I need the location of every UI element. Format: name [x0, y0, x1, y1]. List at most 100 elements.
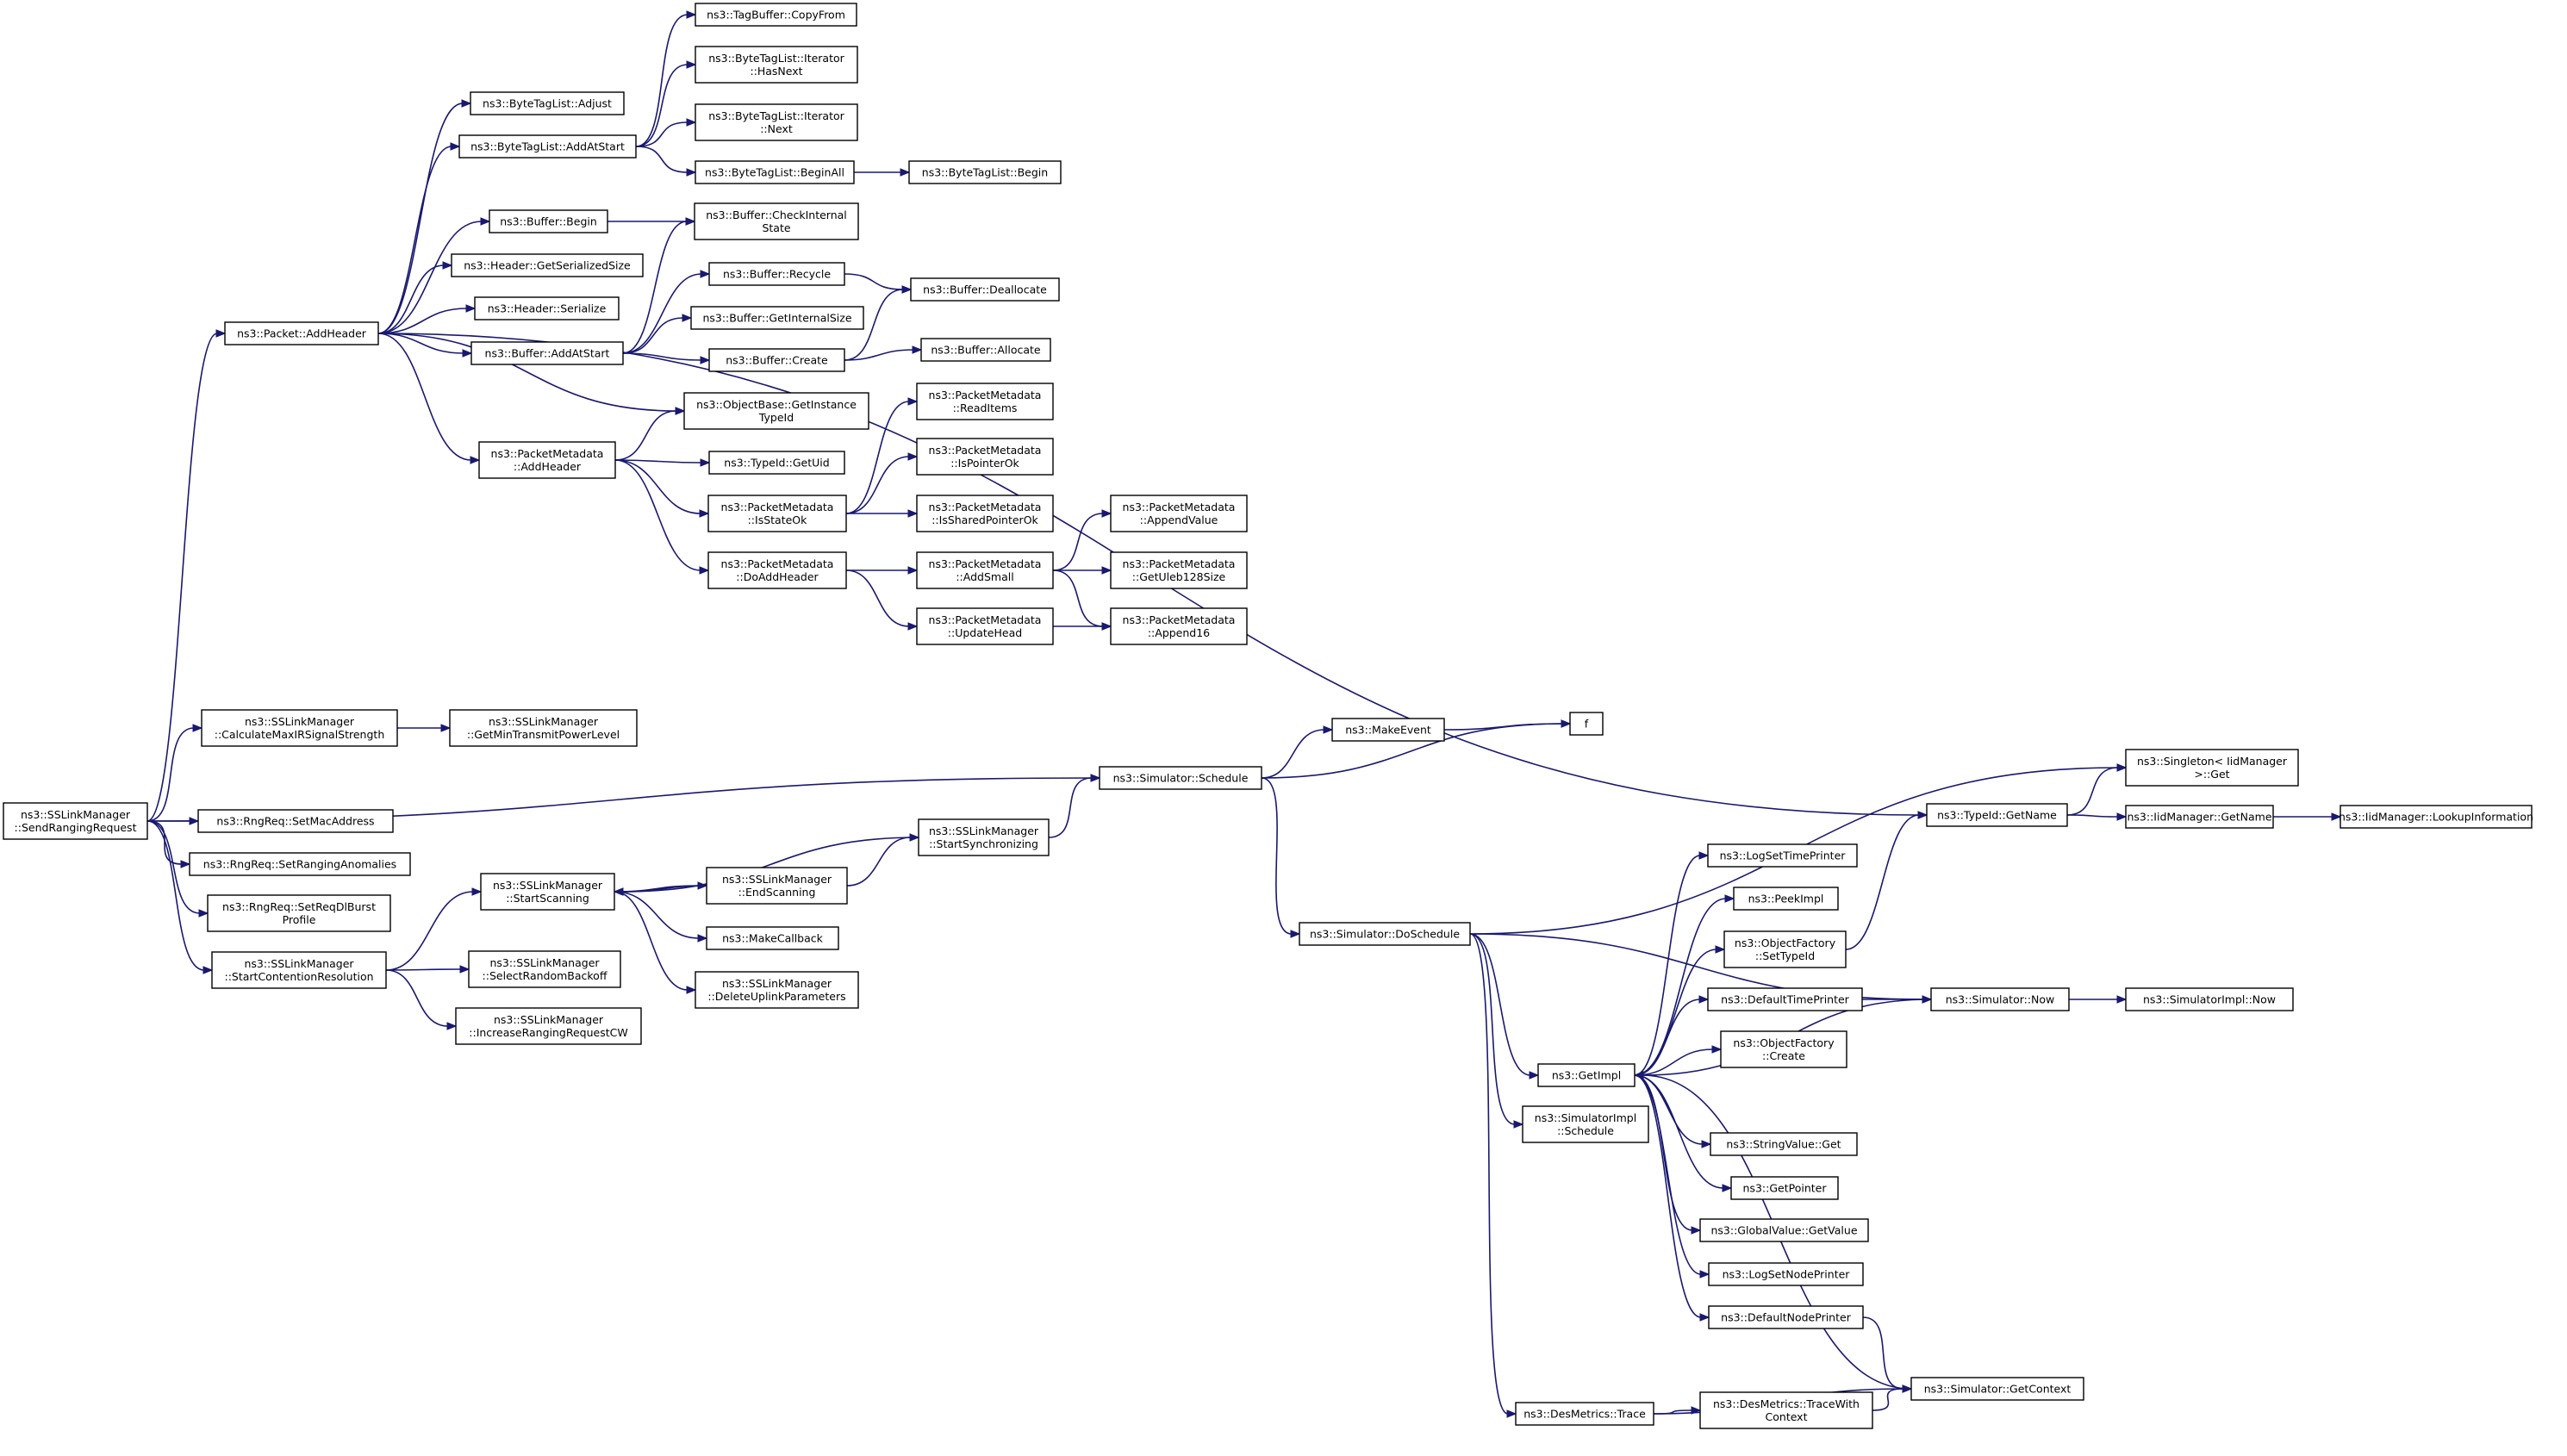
node-buf-addatstart[interactable]: ns3::Buffer::AddAtStart	[470, 341, 624, 365]
node-box	[708, 262, 845, 286]
node-label-line: Profile	[283, 913, 316, 926]
node-box	[1331, 718, 1445, 742]
node-peekimpl[interactable]: ns3::PeekImpl	[1733, 887, 1839, 911]
node-pm-addheader[interactable]: ns3::PacketMetadata::AddHeader	[478, 441, 616, 479]
edge-of_settypeid-to-typeid_getname	[1845, 814, 1920, 950]
arrowhead-sim_doschedule-to-simimpl_schedule	[1513, 1120, 1524, 1129]
node-typeid-getname[interactable]: ns3::TypeId::GetName	[1926, 803, 2068, 827]
node-sim-getcontext[interactable]: ns3::Simulator::GetContext	[1910, 1377, 2084, 1401]
node-label-line: ns3::SSLinkManager	[489, 956, 600, 969]
node-pm-issharedpointerok[interactable]: ns3::PacketMetadata::IsSharedPointerOk	[916, 495, 1054, 532]
node-label-line: ::GetUleb128Size	[1132, 570, 1226, 583]
arrowhead-buf_create-to-buf_allocate	[912, 345, 923, 354]
node-pm-updatehead[interactable]: ns3::PacketMetadata::UpdateHead	[916, 607, 1054, 645]
node-pm-ispointerok[interactable]: ns3::PacketMetadata::IsPointerOk	[916, 438, 1054, 476]
node-pm-getuleb128size[interactable]: ns3::PacketMetadata::GetUleb128Size	[1110, 551, 1248, 589]
node-buf-deallocate[interactable]: ns3::Buffer::Deallocate	[910, 277, 1060, 302]
node-buf-recycle[interactable]: ns3::Buffer::Recycle	[708, 262, 845, 286]
node-sslm-deleteuplink[interactable]: ns3::SSLinkManager::DeleteUplinkParamete…	[695, 971, 859, 1009]
edge-sslm_startsync-to-sim_schedule	[1048, 777, 1093, 838]
node-logsetnodeprinter[interactable]: ns3::LogSetNodePrinter	[1708, 1262, 1864, 1286]
function-nodes: ns3::SSLinkManager::SendRangingRequestns…	[3, 3, 2533, 1429]
node-stringvalue-get[interactable]: ns3::StringValue::Get	[1710, 1132, 1858, 1156]
node-btl-begin[interactable]: ns3::ByteTagList::Begin	[908, 160, 1062, 184]
node-sim-schedule[interactable]: ns3::Simulator::Schedule	[1099, 766, 1262, 790]
node-sslm-calcmaxir[interactable]: ns3::SSLinkManager::CalculateMaxIRSignal…	[201, 709, 398, 747]
node-label-line: ::ReadItems	[953, 401, 1018, 414]
node-iid-lookup[interactable]: ns3::IidManager::LookupInformation	[2339, 805, 2533, 829]
node-btl-beginall[interactable]: ns3::ByteTagList::BeginAll	[695, 160, 855, 184]
edge-sslm_startcontention-to-sslm_selectbackoff	[385, 968, 462, 971]
node-label-line: ns3::Buffer::Recycle	[723, 268, 831, 281]
edge-btl_addatstart-to-btl_beginall	[635, 146, 688, 173]
arrowhead-btl_addatstart-to-btl_iter_hasnext	[686, 60, 697, 69]
node-getimpl[interactable]: ns3::GetImpl	[1537, 1063, 1636, 1087]
edge-sim_doschedule-to-simimpl_schedule	[1469, 933, 1516, 1125]
node-pm-appendvalue[interactable]: ns3::PacketMetadata::AppendValue	[1110, 495, 1248, 532]
node-pm-doaddheader[interactable]: ns3::PacketMetadata::DoAddHeader	[707, 551, 847, 589]
arrowhead-sslm_startsync-to-sim_schedule	[1090, 774, 1101, 782]
node-label-line: ns3::SSLinkManager	[489, 715, 599, 728]
node-singleton-get[interactable]: ns3::Singleton< IidManager >::Get	[2125, 749, 2299, 787]
node-sslm-increasecw[interactable]: ns3::SSLinkManager::IncreaseRangingReque…	[455, 1007, 642, 1045]
node-label-line: ns3::DefaultTimePrinter	[1721, 993, 1850, 1006]
node-btl-addatstart[interactable]: ns3::ByteTagList::AddAtStart	[458, 134, 637, 159]
node-btl-iter-next[interactable]: ns3::ByteTagList::Iterator::Next	[695, 103, 858, 141]
node-buf-begin[interactable]: ns3::Buffer::Begin	[489, 209, 608, 233]
node-btl-adjust[interactable]: ns3::ByteTagList::Adjust	[470, 91, 625, 115]
node-tagbuf-copyfrom[interactable]: ns3::TagBuffer::CopyFrom	[695, 3, 857, 27]
node-defaulttimeprinter[interactable]: ns3::DefaultTimePrinter	[1707, 987, 1863, 1011]
node-sim-now[interactable]: ns3::Simulator::Now	[1930, 987, 2070, 1011]
node-box	[1110, 551, 1248, 589]
arrowhead-btl_addatstart-to-btl_iter_next	[686, 118, 697, 127]
node-hdr-getsersize[interactable]: ns3::Header::GetSerializedSize	[451, 253, 644, 277]
node-rng-setranganom[interactable]: ns3::RngReq::SetRangingAnomalies	[189, 852, 411, 876]
arrowhead-buf_addatstart-to-buf_recycle	[700, 270, 711, 278]
node-buf-getinternalsize[interactable]: ns3::Buffer::GetInternalSize	[690, 306, 864, 330]
node-buf-allocate[interactable]: ns3::Buffer::Allocate	[920, 338, 1051, 362]
node-box	[1930, 987, 2070, 1011]
node-typeid-getuid[interactable]: ns3::TypeId::GetUid	[708, 451, 845, 475]
node-buf-create[interactable]: ns3::Buffer::Create	[708, 348, 845, 372]
node-pkt-addheader[interactable]: ns3::Packet::AddHeader	[224, 321, 379, 345]
node-sslm-endscanning[interactable]: ns3::SSLinkManager::EndScanning	[706, 867, 848, 905]
node-sslm-startcontention[interactable]: ns3::SSLinkManager::StartContentionResol…	[211, 951, 387, 989]
node-hdr-serialize[interactable]: ns3::Header::Serialize	[474, 296, 620, 320]
node-rng-setmac[interactable]: ns3::RngReq::SetMacAddress	[197, 809, 394, 833]
node-sslm-getmintx[interactable]: ns3::SSLinkManager::GetMinTransmitPowerL…	[449, 709, 638, 747]
node-box	[474, 296, 620, 320]
node-label-line: ns3::DefaultNodePrinter	[1721, 1311, 1852, 1324]
node-box	[1569, 712, 1604, 736]
node-pm-append16[interactable]: ns3::PacketMetadata::Append16	[1110, 607, 1248, 645]
node-makeevent[interactable]: ns3::MakeEvent	[1331, 718, 1445, 742]
node-box	[2125, 987, 2294, 1011]
node-of-create[interactable]: ns3::ObjectFactory::Create	[1720, 1030, 1847, 1068]
node-pm-isstateok[interactable]: ns3::PacketMetadata::IsStateOk	[707, 495, 847, 532]
node-simimpl-now[interactable]: ns3::SimulatorImpl::Now	[2125, 987, 2294, 1011]
node-simimpl-schedule[interactable]: ns3::SimulatorImpl::Schedule	[1522, 1105, 1649, 1143]
node-defaultnodeprinter[interactable]: ns3::DefaultNodePrinter	[1708, 1305, 1864, 1329]
node-of-settypeid[interactable]: ns3::ObjectFactory::SetTypeId	[1723, 930, 1847, 968]
node-f[interactable]: f	[1569, 712, 1604, 736]
node-gv-getvalue[interactable]: ns3::GlobalValue::GetValue	[1699, 1218, 1869, 1242]
node-getpointer[interactable]: ns3::GetPointer	[1730, 1176, 1839, 1200]
node-btl-iter-hasnext[interactable]: ns3::ByteTagList::Iterator::HasNext	[695, 46, 858, 84]
node-logsettimeprinter[interactable]: ns3::LogSetTimePrinter	[1707, 843, 1858, 868]
arrowhead-sslm_startcontention-to-sslm_increasecw	[446, 1022, 458, 1030]
node-pm-addsmall[interactable]: ns3::PacketMetadata::AddSmall	[916, 551, 1054, 589]
node-sslm-startscanning[interactable]: ns3::SSLinkManager::StartScanning	[480, 873, 615, 911]
node-sslm-selectbackoff[interactable]: ns3::SSLinkManager::SelectRandomBackoff	[468, 950, 621, 988]
node-iid-getname[interactable]: ns3::IidManager::GetName	[2125, 805, 2274, 829]
node-label-line: ns3::RngReq::SetMacAddress	[216, 815, 374, 828]
node-pm-readitems[interactable]: ns3::PacketMetadata::ReadItems	[916, 383, 1054, 420]
node-makecallback[interactable]: ns3::MakeCallback	[706, 926, 839, 950]
node-sslm-startsync[interactable]: ns3::SSLinkManager::StartSynchronizing	[918, 818, 1050, 856]
edge-getimpl-to-peekimpl	[1634, 898, 1727, 1076]
node-sim-doschedule[interactable]: ns3::Simulator::DoSchedule	[1299, 922, 1471, 946]
node-desmetrics-trace[interactable]: ns3::DesMetrics::Trace	[1515, 1402, 1654, 1426]
node-label-line: ns3::GlobalValue::GetValue	[1710, 1224, 1857, 1237]
